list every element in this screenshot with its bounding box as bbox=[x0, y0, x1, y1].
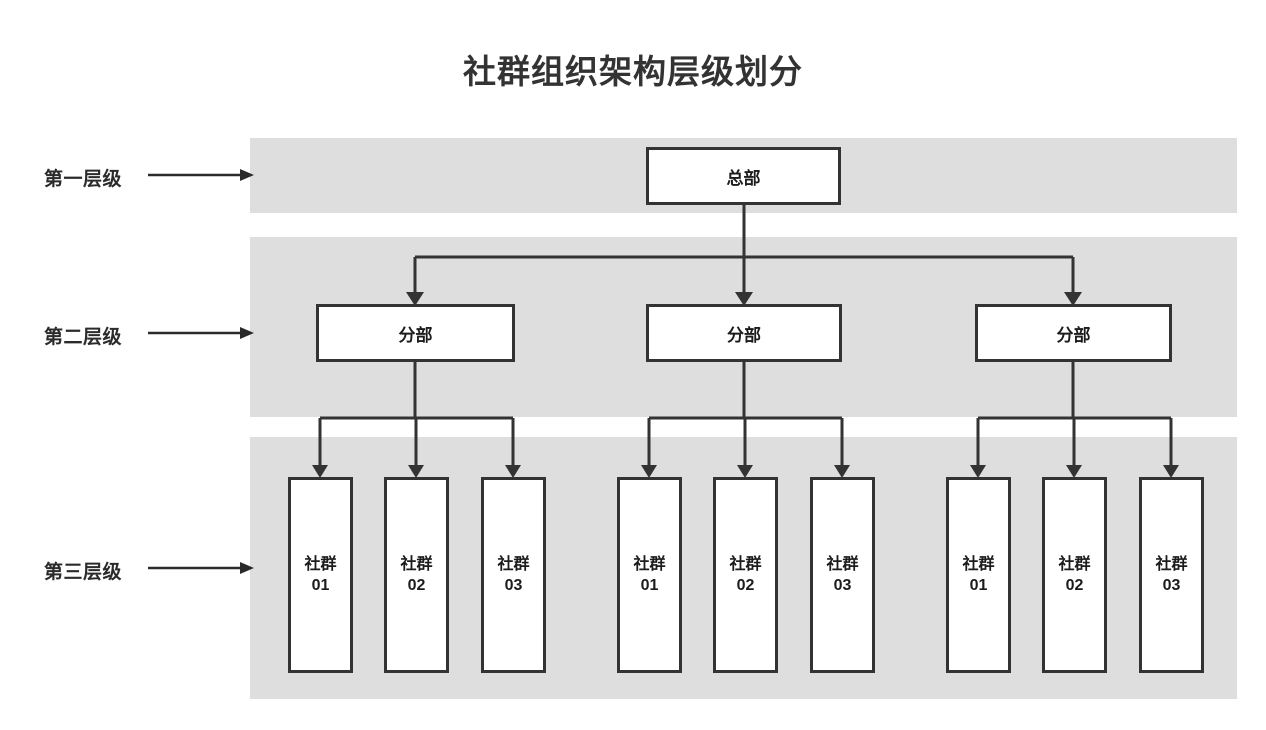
arrow-right-icon bbox=[148, 562, 254, 574]
node-headquarters[interactable]: 总部 bbox=[646, 147, 841, 205]
node-branch-2[interactable]: 分部 bbox=[646, 304, 842, 362]
node-community-1-3[interactable]: 社群 03 bbox=[481, 477, 546, 673]
node-community-2-1[interactable]: 社群 01 bbox=[617, 477, 682, 673]
node-community-1-2[interactable]: 社群 02 bbox=[384, 477, 449, 673]
node-community-3-3[interactable]: 社群 03 bbox=[1139, 477, 1204, 673]
level-label-2: 第二层级 bbox=[44, 327, 123, 348]
node-community-2-3[interactable]: 社群 03 bbox=[810, 477, 875, 673]
node-community-2-2[interactable]: 社群 02 bbox=[713, 477, 778, 673]
node-label: 社群 02 bbox=[1058, 556, 1091, 594]
level-label-3: 第三层级 bbox=[44, 562, 123, 583]
node-label: 社群 03 bbox=[826, 556, 859, 594]
node-community-3-2[interactable]: 社群 02 bbox=[1042, 477, 1107, 673]
node-label: 分部 bbox=[1056, 325, 1091, 345]
node-label: 分部 bbox=[398, 325, 433, 345]
node-label: 社群 03 bbox=[497, 556, 530, 594]
node-label: 社群 03 bbox=[1155, 556, 1188, 594]
node-label: 社群 01 bbox=[962, 556, 995, 594]
arrow-right-icon bbox=[148, 327, 254, 339]
node-branch-3[interactable]: 分部 bbox=[975, 304, 1172, 362]
level-label-1: 第一层级 bbox=[44, 169, 123, 190]
arrow-right-icon bbox=[148, 169, 254, 181]
node-label: 总部 bbox=[726, 168, 761, 188]
node-community-3-1[interactable]: 社群 01 bbox=[946, 477, 1011, 673]
node-label: 分部 bbox=[727, 325, 761, 345]
node-community-1-1[interactable]: 社群 01 bbox=[288, 477, 353, 673]
node-label: 社群 01 bbox=[304, 556, 337, 594]
node-label: 社群 01 bbox=[633, 556, 666, 594]
node-label: 社群 02 bbox=[729, 556, 762, 594]
node-branch-1[interactable]: 分部 bbox=[316, 304, 515, 362]
node-label: 社群 02 bbox=[400, 556, 433, 594]
page-title: 社群组织架构层级划分 bbox=[463, 53, 803, 90]
